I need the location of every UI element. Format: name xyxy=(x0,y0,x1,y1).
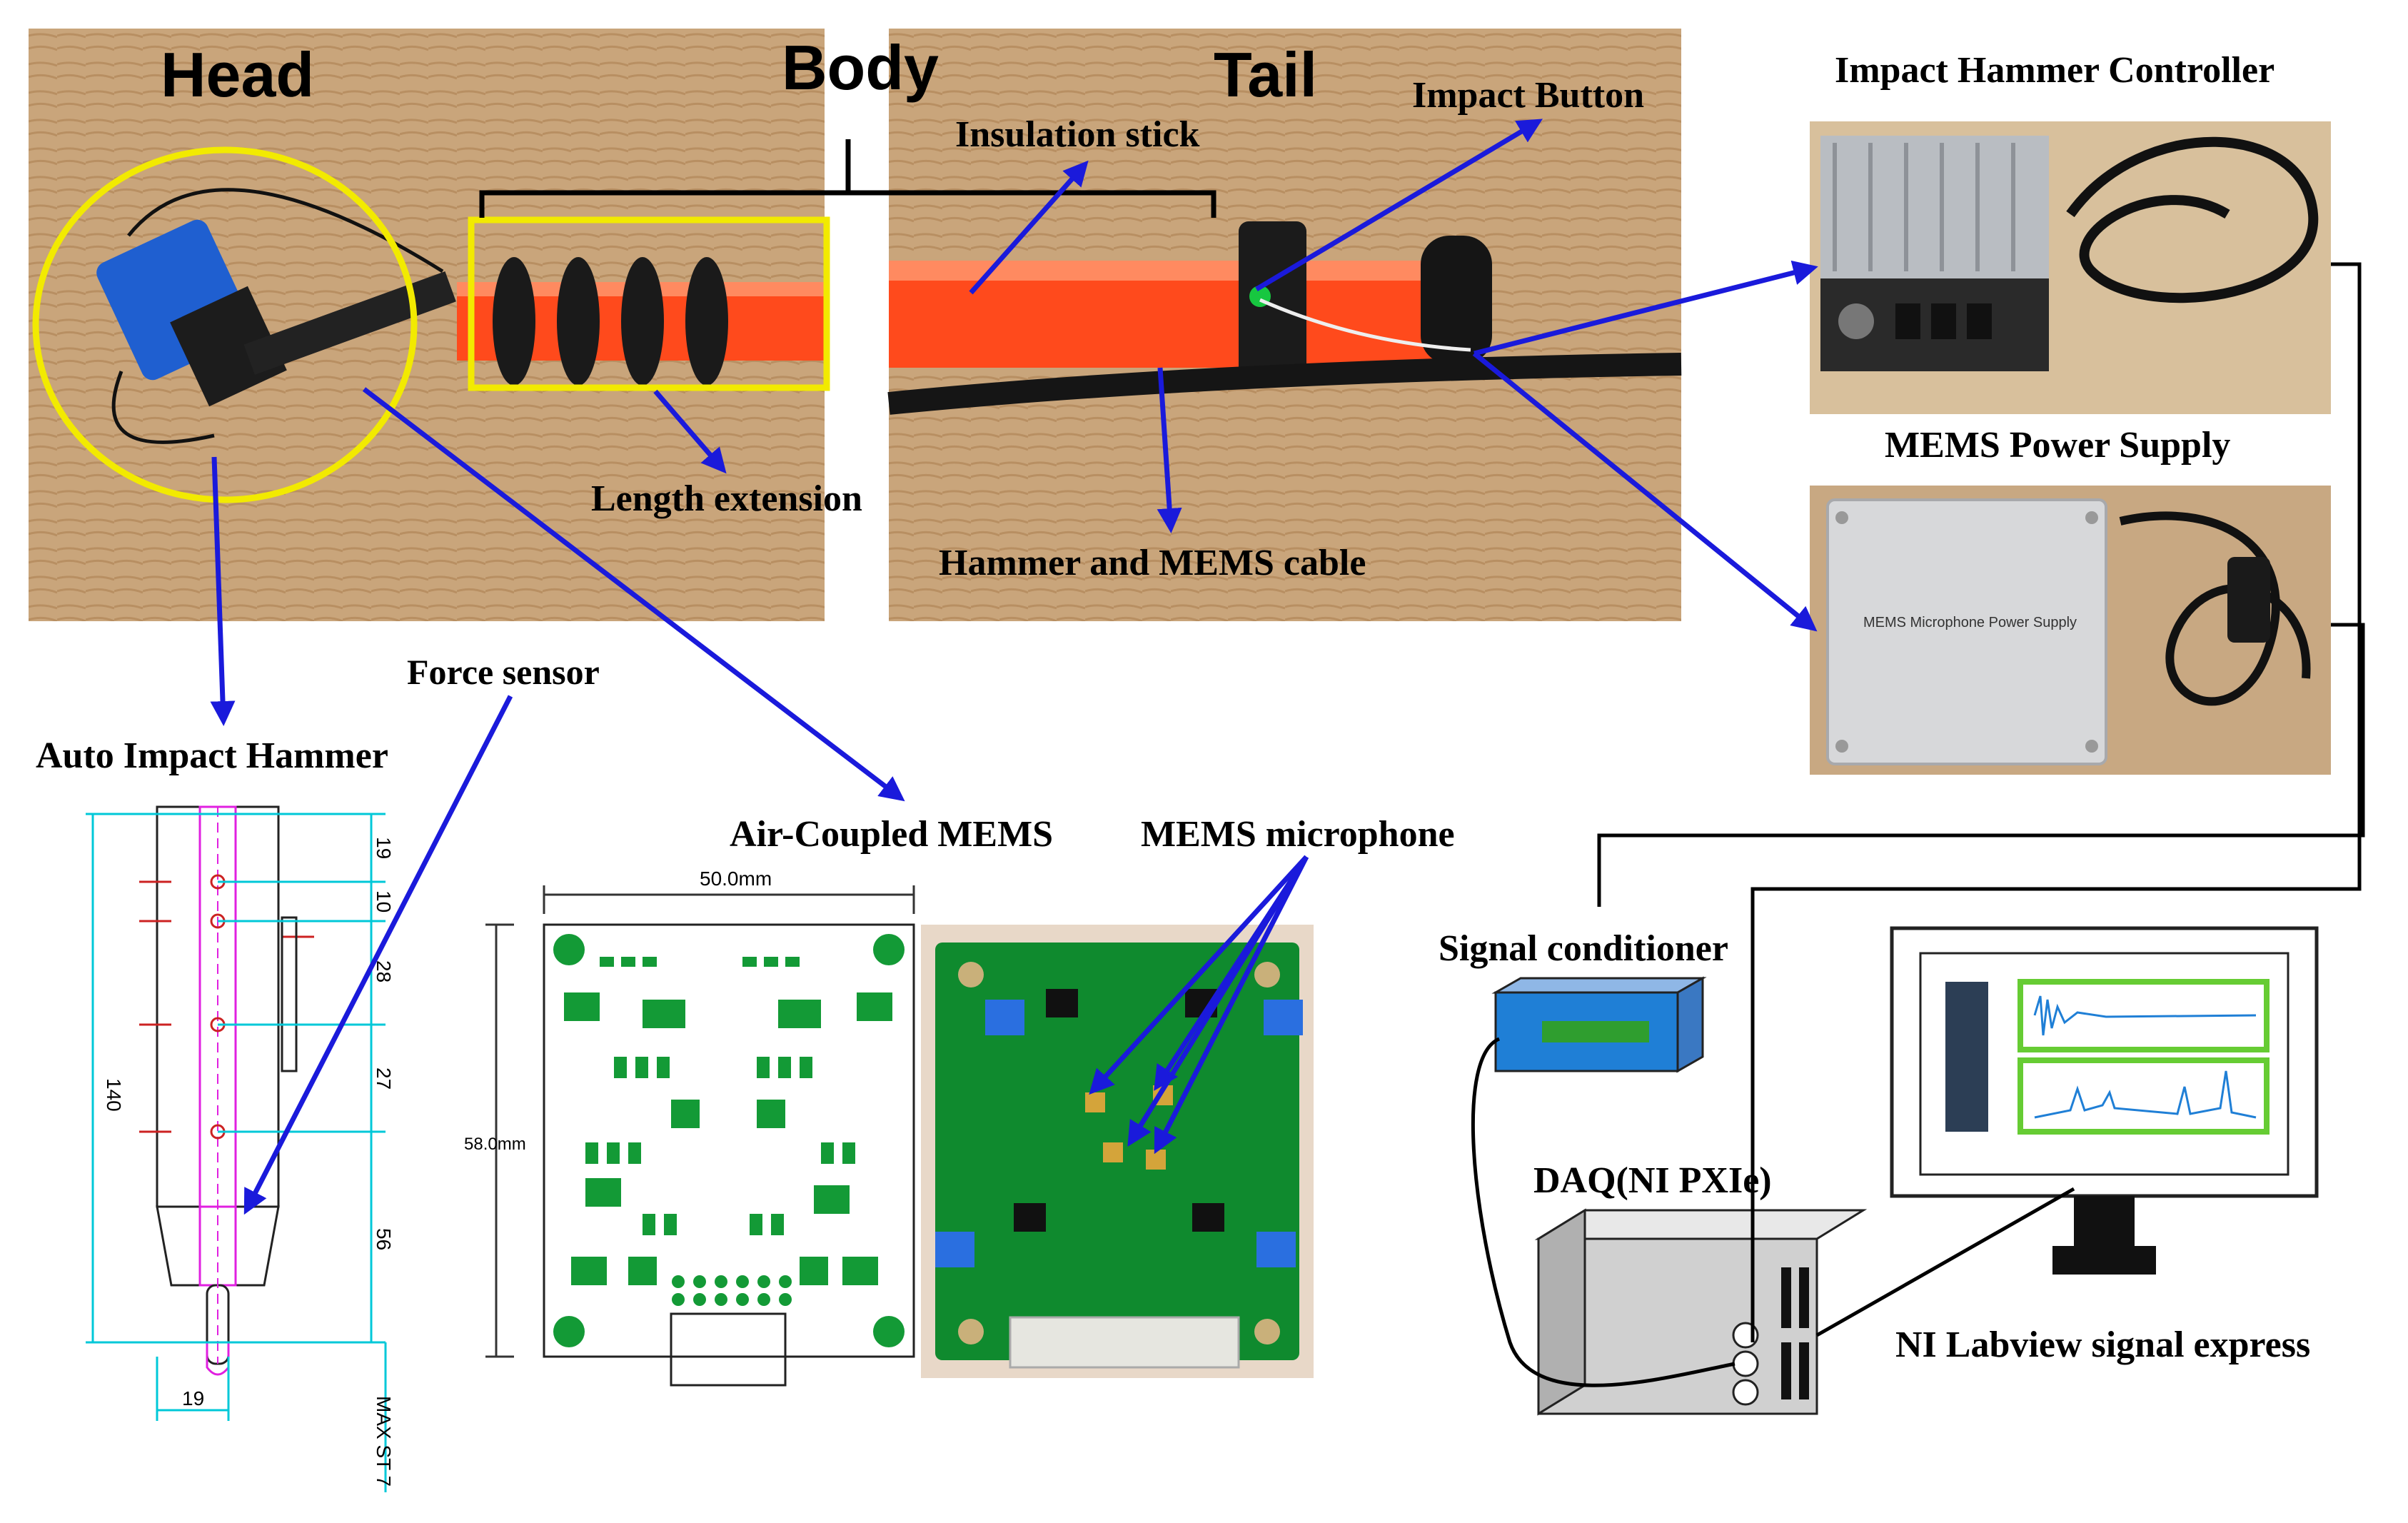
arrow-mems-mic-3 xyxy=(1127,855,1309,1147)
daq-device xyxy=(1534,1208,1868,1416)
hammer-segment-1: 19 xyxy=(373,837,395,859)
pcb-photo xyxy=(921,925,1314,1378)
arrow-cable-to-power-supply xyxy=(1472,351,1818,632)
mems-microphone-label: MEMS microphone xyxy=(1141,814,1455,855)
tail-title: Tail xyxy=(1214,39,1317,110)
impact-button-label: Impact Button xyxy=(1412,75,1644,116)
arrow-mems-mic-1 xyxy=(1089,855,1309,1095)
arrow-head-to-air-coupled-mems xyxy=(362,387,905,802)
force-sensor-label: Force sensor xyxy=(407,652,600,692)
hammer-total-length: 140 xyxy=(103,1078,125,1112)
hammer-segment-3: 28 xyxy=(373,960,395,982)
arrow-extension-label xyxy=(653,389,727,474)
body-bracket xyxy=(479,139,1216,218)
hammer-segment-5: 56 xyxy=(373,1228,395,1250)
impact-hammer-controller-label: Impact Hammer Controller xyxy=(1835,50,2274,91)
auto-impact-hammer-label: Auto Impact Hammer xyxy=(36,735,388,776)
hammer-width: 19 xyxy=(182,1387,204,1409)
arrow-head-to-hammer-drawing xyxy=(210,456,236,726)
head-title: Head xyxy=(161,39,314,110)
daq-label: DAQ(NI PXIe) xyxy=(1533,1160,1772,1201)
callout-arrows xyxy=(210,119,1818,1215)
power-supply-photo: MEMS Microphone Power Supply xyxy=(1810,486,2331,775)
labview-label: NI Labview signal express xyxy=(1895,1325,2310,1365)
hammer-segment-2: 10 xyxy=(373,890,395,913)
pcb-schematic: 50.0mm 58.0mm xyxy=(464,868,915,1387)
head-photo xyxy=(29,29,830,621)
arrow-mems-mic-4 xyxy=(1154,855,1309,1155)
length-extension-label: Length extension xyxy=(591,478,862,519)
tail-photo xyxy=(887,29,1682,621)
arrow-cable-to-controller xyxy=(1473,260,1818,356)
hammer-mems-cable-label: Hammer and MEMS cable xyxy=(939,543,1366,583)
power-supply-plate-text: MEMS Microphone Power Supply xyxy=(1863,615,2077,630)
hammer-segment-4: 27 xyxy=(373,1067,395,1090)
pcb-height-label: 58.0mm xyxy=(464,1135,526,1154)
cables xyxy=(1471,262,2365,1387)
controller-photo xyxy=(1810,121,2331,414)
signal-conditioner-device xyxy=(1491,976,1707,1073)
insulation-stick-label: Insulation stick xyxy=(955,114,1200,155)
pcb-width-label: 50.0mm xyxy=(700,868,772,890)
hammer-max-stroke: MAX ST 7 xyxy=(373,1396,395,1487)
air-coupled-mems-label: Air-Coupled MEMS xyxy=(730,814,1053,855)
mems-power-supply-label: MEMS Power Supply xyxy=(1885,425,2230,466)
arrow-insulation-stick xyxy=(969,160,1089,295)
signal-conditioner-label: Signal conditioner xyxy=(1439,928,1728,969)
auto-impact-hammer-photo xyxy=(96,188,456,444)
arrow-impact-button xyxy=(1255,119,1543,292)
arrow-mems-cable xyxy=(1157,367,1182,533)
arrow-force-sensor xyxy=(243,695,513,1215)
body-title: Body xyxy=(782,32,939,103)
length-extension-rings xyxy=(493,257,728,386)
head-highlight xyxy=(32,146,418,503)
extension-highlight xyxy=(468,216,830,391)
hammer-technical-drawing: 140 19 10 28 27 56 19 MAX ST 7 xyxy=(86,805,395,1492)
computer-monitor xyxy=(1890,926,2319,1275)
